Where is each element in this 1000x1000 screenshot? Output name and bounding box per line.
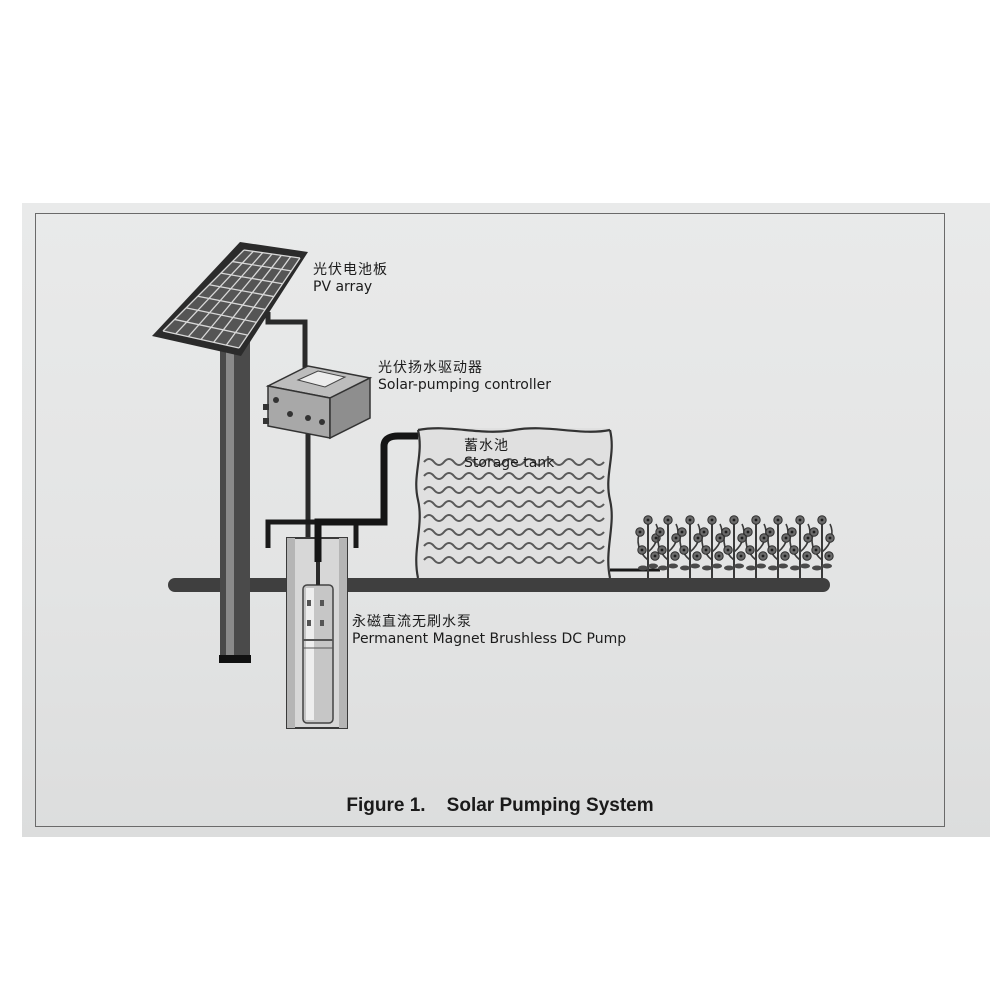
plant [809,515,835,578]
plant [677,515,703,578]
plant [743,515,769,578]
tank-label-zh: 蓄水池 [464,438,509,454]
pump-icon [302,560,334,724]
pv-array-label-zh: 光伏电池板 [313,262,388,278]
pump-label-zh: 永磁直流无刷水泵 [352,614,472,630]
plants-icon [635,515,835,578]
outlet-pipe [314,432,428,562]
figure-frame [35,213,945,827]
controller-label-zh: 光伏扬水驱动器 [378,360,483,376]
plant [787,515,813,578]
plant [655,515,681,578]
solar-panel-icon [152,242,308,356]
pump-label: 永磁直流无刷水泵 Permanent Magnet Brushless DC P… [352,614,626,648]
ground-line [168,578,830,592]
tank-label: 蓄水池 Storage tank [464,438,554,472]
plant [765,515,791,578]
controller-box-icon [263,365,373,440]
figure-number: Figure 1. [346,795,426,816]
tank-label-en: Storage tank [464,455,555,471]
controller-label-en: Solar-pumping controller [378,377,552,393]
pv-array-label: 光伏电池板 PV array [313,262,388,296]
plant [699,515,725,578]
plant [721,515,747,578]
figure-title: Solar Pumping System [446,795,654,816]
water-tank-icon [415,427,613,579]
pump-label-en: Permanent Magnet Brushless DC Pump [352,631,627,647]
controller-label: 光伏扬水驱动器 Solar-pumping controller [378,360,551,394]
panel-pole [219,330,251,663]
pv-cable [265,312,308,380]
figure-caption: Figure 1. Solar Pumping System [0,795,1000,817]
pv-array-label-en: PV array [313,279,373,295]
